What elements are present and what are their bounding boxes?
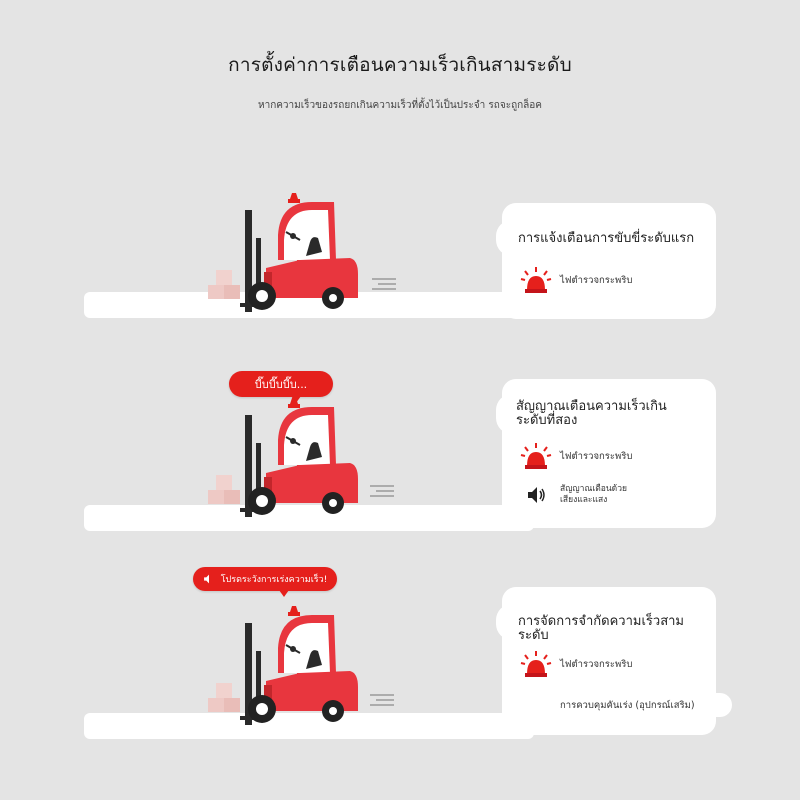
warning-light-row: ไฟตำรวจกระพริบ xyxy=(520,650,632,678)
card-title: การจัดการจำกัดความเร็วสามระดับ xyxy=(518,614,684,643)
speaker-icon xyxy=(203,574,209,584)
ground-strip xyxy=(84,505,534,531)
speaker-icon xyxy=(528,487,545,503)
throttle-control-pill: การควบคุมคันเร่ง (อุปกรณ์เสริม) xyxy=(548,693,732,717)
ground-strip xyxy=(84,713,534,739)
level-1-section: การแจ้งเตือนการขับขี่ระดับแรก ไฟตำรวจกระ… xyxy=(0,190,800,380)
warning-light-icon xyxy=(520,651,552,677)
speed-lines-icon xyxy=(370,485,394,497)
level-3-section: โปรดระวังการเร่งความเร็ว! การจัดการจำกัด… xyxy=(0,565,800,755)
warning-light-label: ไฟตำรวจกระพริบ xyxy=(560,450,633,462)
page-subtitle: หากความเร็วของรถยกเกินความเร็วที่ตั้งไว้… xyxy=(257,100,542,111)
cargo-boxes xyxy=(208,683,240,712)
caution-bubble: โปรดระวังการเร่งความเร็ว! xyxy=(193,567,337,597)
level-2-section: บี๊บบี๊บบี๊บ... สัญญาณเตือนความเร็วเกินร… xyxy=(0,370,800,560)
page-title: การตั้งค่าการเตือนความเร็วเกินสามระดับ xyxy=(228,54,572,76)
forklift-illustration xyxy=(208,398,358,517)
card-title-tab xyxy=(496,394,696,434)
card-title: สัญญาณเตือนความเร็วเกินระดับที่สอง xyxy=(516,399,667,428)
cargo-boxes xyxy=(208,270,240,299)
speed-lines-icon xyxy=(370,694,394,706)
forklift-illustration xyxy=(208,606,358,725)
cargo-boxes xyxy=(208,475,240,504)
beep-bubble: บี๊บบี๊บบี๊บ... xyxy=(229,371,333,403)
warning-light-label: ไฟตำรวจกระพริบ xyxy=(560,658,633,670)
sound-alert-label: สัญญาณเตือนด้วยเสียงและแสง xyxy=(560,484,627,505)
warning-light-row: ไฟตำรวจกระพริบ xyxy=(520,266,632,294)
card-title: การแจ้งเตือนการขับขี่ระดับแรก xyxy=(518,231,695,246)
warning-light-icon xyxy=(520,443,552,469)
card-title-tab xyxy=(496,220,696,256)
warning-light-icon xyxy=(520,267,552,293)
sound-alert-row: สัญญาณเตือนด้วยเสียงและแสง xyxy=(526,484,636,506)
caution-bubble-text: โปรดระวังการเร่งความเร็ว! xyxy=(220,575,328,585)
warning-light-row: ไฟตำรวจกระพริบ xyxy=(520,442,632,470)
warning-light-label: ไฟตำรวจกระพริบ xyxy=(560,274,633,286)
card-title-tab xyxy=(496,604,696,640)
throttle-control-label: การควบคุมคันเร่ง (อุปกรณ์เสริม) xyxy=(560,699,695,711)
speed-lines-icon xyxy=(372,278,396,290)
forklift-illustration xyxy=(208,193,358,312)
